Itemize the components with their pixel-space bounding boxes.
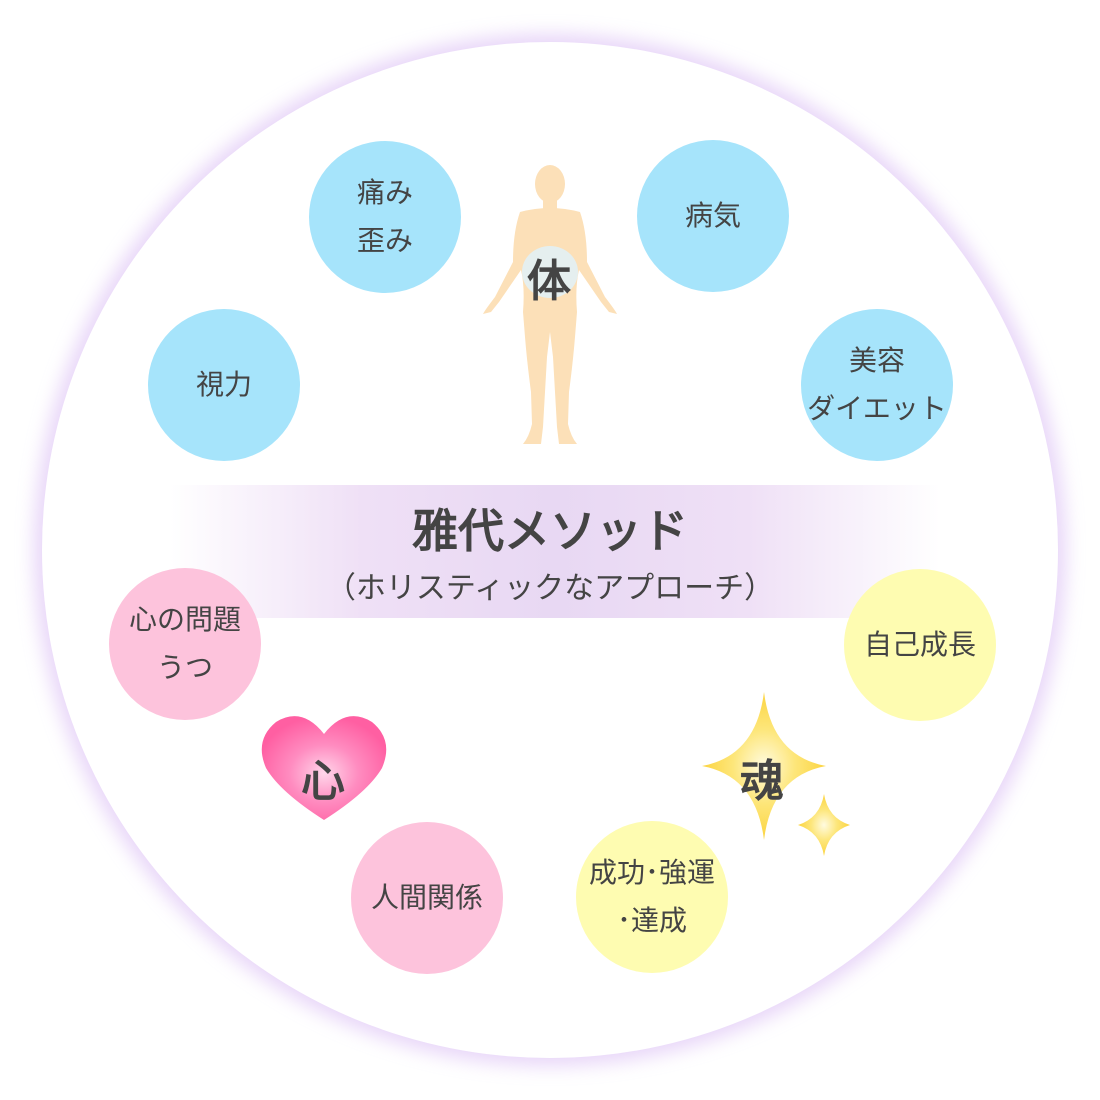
- heart-icon: [261, 716, 387, 820]
- heart-label: 心: [301, 756, 345, 807]
- bubble-success-luck: 成功･強運 ･達成: [576, 821, 728, 973]
- bubble-mental-depression: 心の問題うつ: [109, 568, 261, 720]
- bubble-line: 成功･強運: [588, 856, 715, 889]
- bubble-eyesight: 視力: [148, 309, 300, 461]
- sparkle-icon: [702, 692, 850, 856]
- bubble-line: 痛み: [356, 176, 413, 209]
- bubble-relationships: 人間関係: [351, 822, 503, 974]
- method-subtitle: （ホリスティックなアプローチ）: [325, 571, 775, 606]
- bubble-line: ダイエット: [807, 392, 947, 425]
- bubble-line: 病気: [684, 199, 741, 232]
- bubble-line: 人間関係: [370, 881, 483, 914]
- bubble-self-growth: 自己成長: [844, 569, 996, 721]
- bubble-line: 自己成長: [863, 628, 976, 661]
- bubble-line: 心の問題: [128, 603, 241, 636]
- bubble-illness: 病気: [637, 140, 789, 292]
- body-label: 体: [527, 256, 571, 307]
- bubble-line: 歪み: [356, 224, 413, 257]
- bubble-line: 美容: [848, 344, 905, 377]
- title-band: [170, 485, 940, 618]
- bubble-beauty-diet: 美容ダイエット: [801, 309, 953, 461]
- bubble-pain-distortion: 痛み歪み: [309, 141, 461, 293]
- bubble-line: うつ: [156, 651, 213, 684]
- human-body-icon: [483, 165, 617, 444]
- bubble-line: ･達成: [616, 904, 687, 937]
- method-title: 雅代メソッド: [412, 504, 688, 558]
- soul-label: 魂: [740, 756, 784, 807]
- bubble-line: 視力: [195, 368, 252, 401]
